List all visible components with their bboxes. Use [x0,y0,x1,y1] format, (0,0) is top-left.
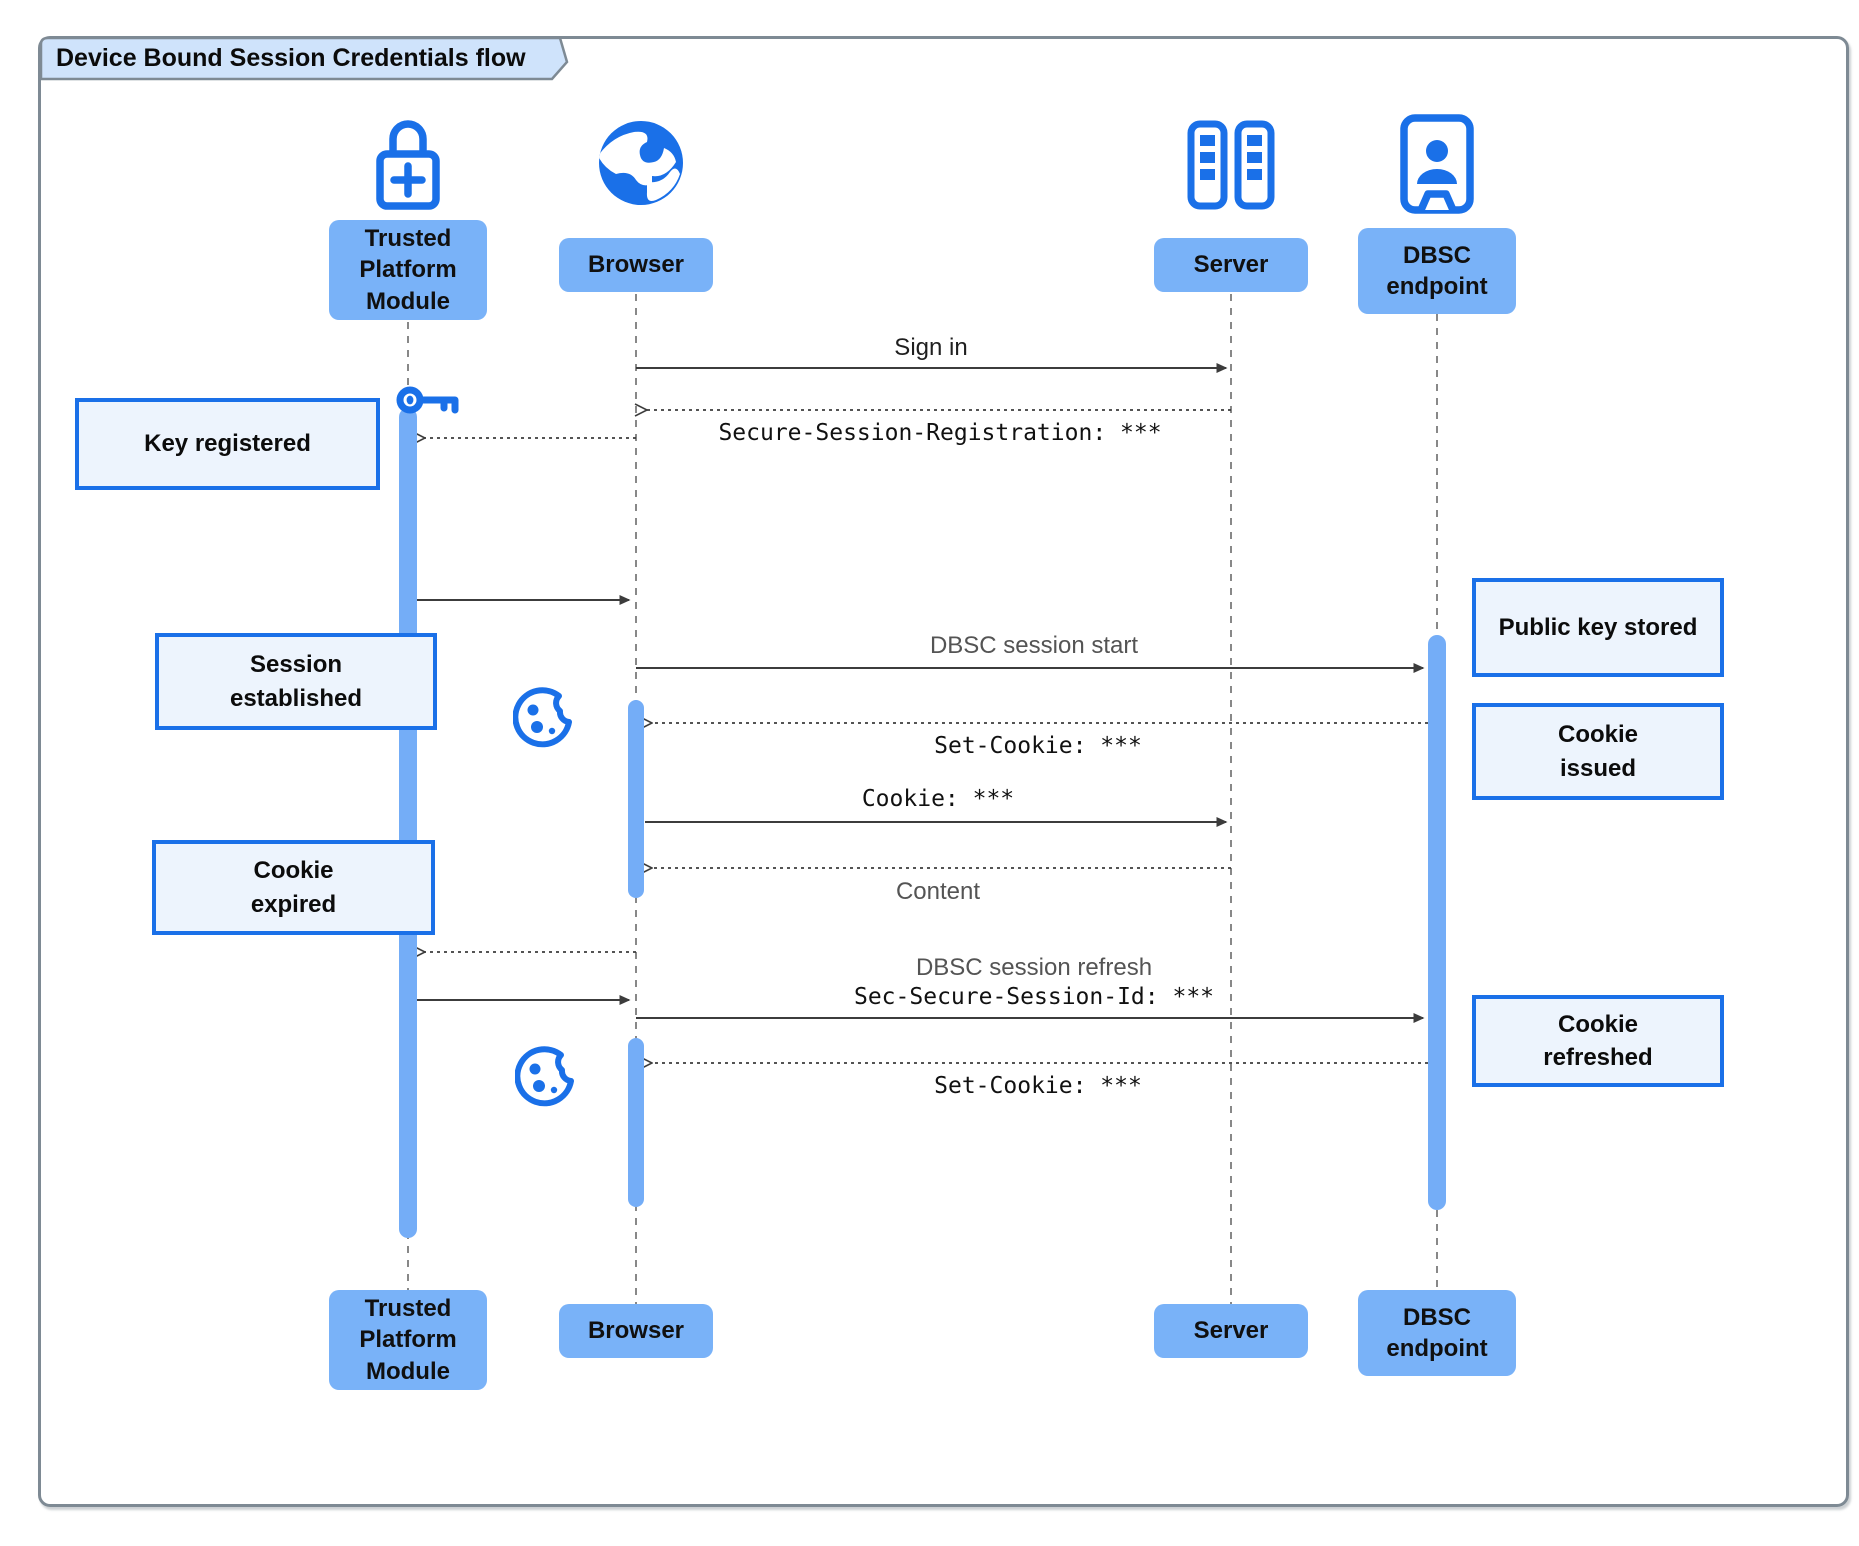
actor-label-server-bottom: Server [1154,1304,1308,1358]
note-session-established: Session established [155,633,437,730]
message-label-sec-secure-session-id: Sec-Secure-Session-Id: *** [853,984,1215,1010]
message-label-content: Content [895,878,981,905]
note-cookie-refreshed: Cookie refreshed [1472,995,1724,1087]
message-label-sign-in: Sign in [894,334,968,361]
note-cookie-issued: Cookie issued [1472,703,1724,800]
note-key-registered: Key registered [75,398,380,490]
cookie-icon [512,679,577,754]
diagram-frame [38,36,1849,1507]
actor-label-browser-top: Browser [559,238,713,292]
message-label-cookie: Cookie: *** [861,786,1015,812]
note-cookie-expired: Cookie expired [152,840,435,935]
server-icon [1185,118,1277,217]
message-label-dbsc-session-start: DBSC session start [929,632,1139,659]
globe-icon [596,118,686,213]
actor-label-dbsc-top: DBSC endpoint [1358,228,1516,314]
activation-bar-browser-2 [628,1038,644,1207]
actor-label-tpm-top: Trusted Platform Module [329,220,487,320]
message-label-set-cookie-1: Set-Cookie: *** [934,733,1142,759]
actor-label-tpm-bottom: Trusted Platform Module [329,1290,487,1390]
actor-label-dbsc-bottom: DBSC endpoint [1358,1290,1516,1376]
message-label-secure-session-registration: Secure-Session-Registration: *** [718,420,1162,446]
actor-label-server-top: Server [1154,238,1308,292]
id-badge-icon [1390,112,1484,221]
lock-plus-icon [372,112,444,221]
message-label-dbsc-session-refresh: DBSC session refresh [915,954,1153,981]
activation-bar-tpm [399,408,417,1238]
activation-bar-dbsc [1428,635,1446,1210]
message-label-set-cookie-2: Set-Cookie: *** [934,1073,1142,1099]
actor-label-browser-bottom: Browser [559,1304,713,1358]
note-public-key-stored: Public key stored [1472,578,1724,677]
activation-bar-browser-1 [628,700,644,898]
cookie-icon [514,1038,579,1113]
key-icon [396,376,462,429]
title-tab [39,36,569,81]
diagram-title: Device Bound Session Credentials flow [56,44,526,72]
